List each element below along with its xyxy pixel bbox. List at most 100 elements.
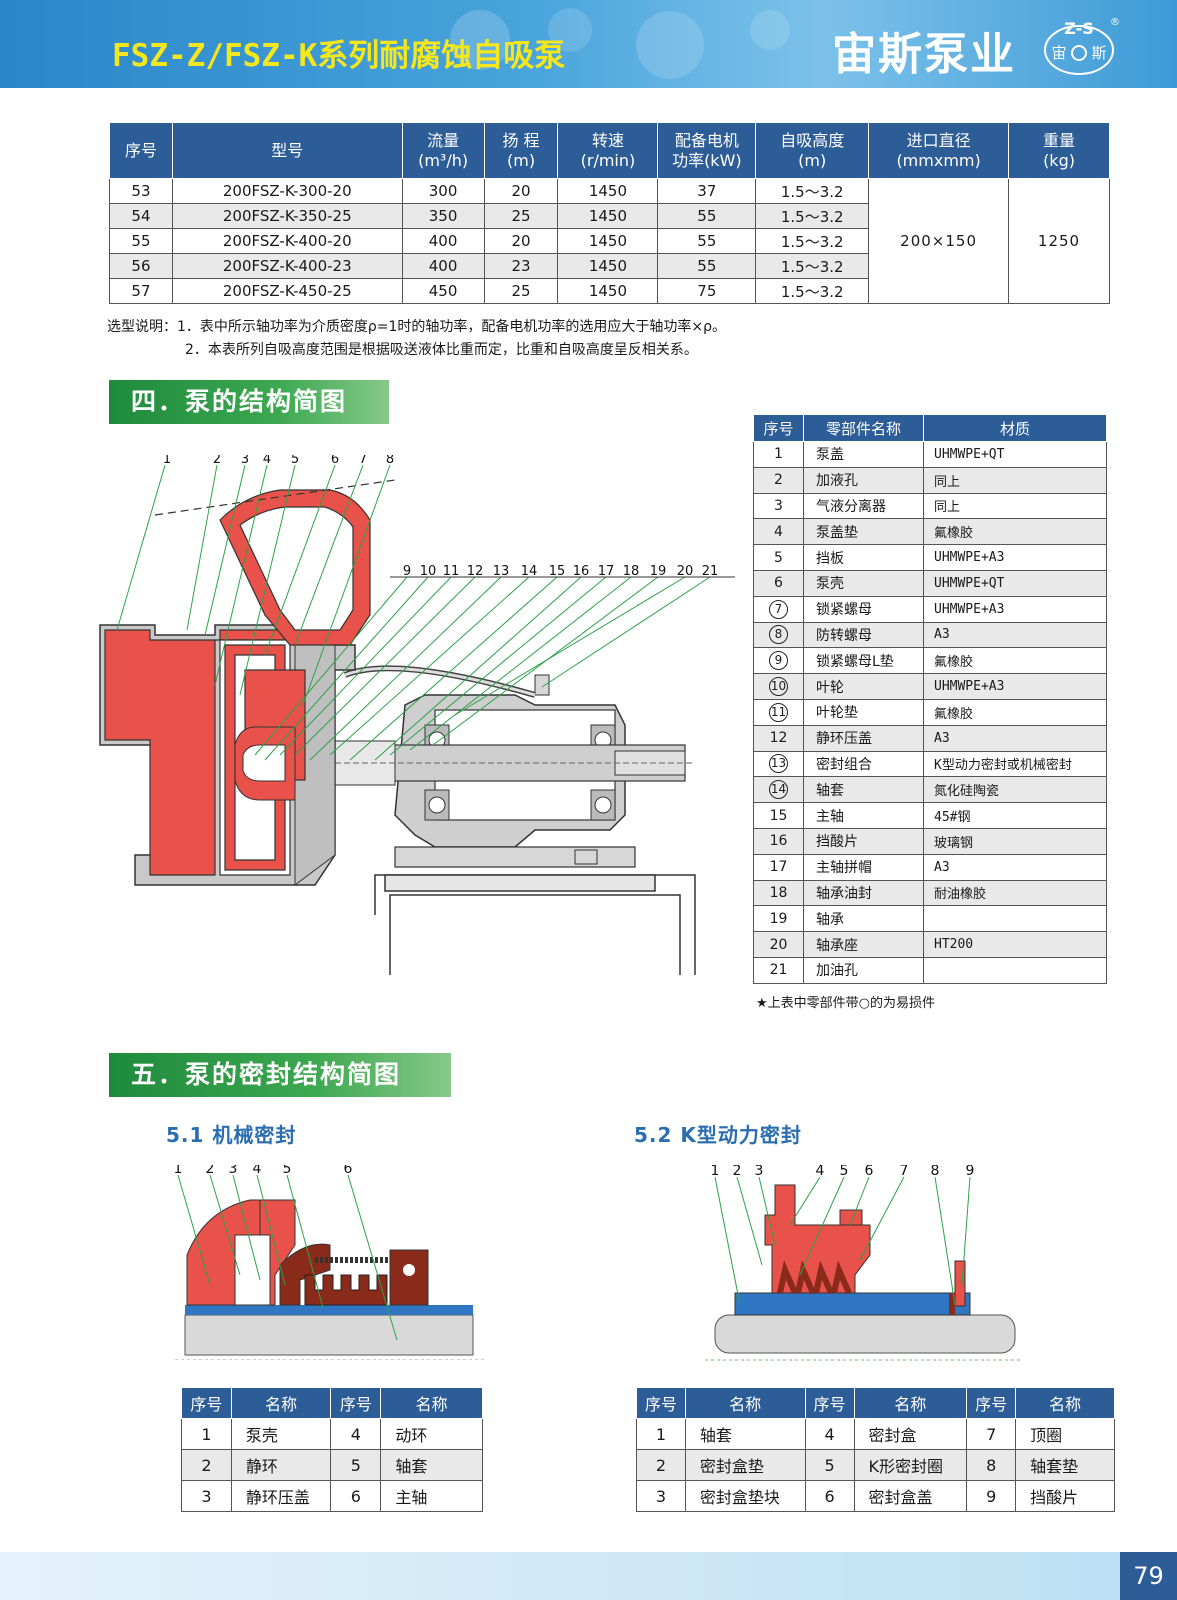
mech-row: 1 泵壳 4 动环: [181, 1418, 483, 1450]
parts-cell-material: 同上: [923, 466, 1107, 494]
mech-label: 6: [344, 1165, 353, 1177]
parts-cell-name: 锁紧螺母L垫: [803, 647, 924, 675]
pump-label: 8: [386, 455, 394, 467]
parts-cell-name: 静环压盖: [803, 724, 924, 752]
spec-cell: 300: [401, 178, 485, 204]
wear-part-marker: 10: [769, 677, 788, 697]
spec-cell: 55: [109, 228, 173, 254]
parts-cell-name: 泵壳: [803, 569, 924, 597]
parts-cell-material: [923, 956, 1107, 984]
parts-cell-no: 4: [753, 518, 804, 546]
k-row: 3 密封盒垫块 6 密封盒盖 9 挡酸片: [636, 1480, 1115, 1512]
spec-header-inlet: 进口直径(mmxmm): [868, 122, 1010, 179]
pump-label: 12: [467, 564, 484, 579]
parts-cell-no: 20: [753, 931, 804, 958]
spec-inlet-cell: 200×150: [868, 178, 1010, 304]
spec-cell: 1450: [557, 253, 659, 279]
spec-cell: 56: [109, 253, 173, 279]
k-row: 1 轴套 4 密封盒 7 顶圈: [636, 1418, 1115, 1450]
parts-cell-name: 气液分离器: [803, 492, 924, 520]
k-header-name: 名称: [1015, 1387, 1115, 1419]
spec-cell: 400: [401, 228, 485, 254]
spec-header-row: 序号 型号 流量(m³/h) 扬 程(m) 转速(r/min) 配备电机功率(k…: [109, 122, 1110, 179]
part-number: 19: [769, 910, 788, 927]
mech-header-no: 序号: [330, 1387, 382, 1419]
k-cell: 1: [636, 1418, 686, 1450]
pump-label: 16: [573, 564, 590, 579]
pump-label: 10: [420, 564, 437, 579]
spec-cell: 1450: [557, 203, 659, 229]
parts-cell-no: 11: [753, 698, 804, 726]
mech-header-name: 名称: [380, 1387, 483, 1419]
part-number: 3: [774, 497, 783, 514]
mech-cell: 6: [330, 1480, 382, 1512]
k-label: 1: [711, 1165, 720, 1179]
parts-row: 19 轴承: [753, 905, 1107, 933]
pump-label: 6: [331, 455, 339, 467]
spec-cell: 1.5～3.2: [755, 278, 870, 304]
parts-cell-material: A3: [923, 621, 1107, 649]
part-number: 12: [769, 730, 788, 747]
parts-cell-no: 7: [753, 595, 804, 623]
pump-structure-diagram: 1 2 3 4 5 6 7 8 9 10 11 12 13 14 15 16 1…: [99, 455, 735, 975]
parts-cell-material: UHMWPE+QT: [923, 569, 1107, 597]
spec-cell: 1450: [557, 278, 659, 304]
parts-cell-material: UHMWPE+A3: [923, 595, 1107, 623]
parts-cell-no: 10: [753, 673, 804, 700]
subsection-5-1-title: 5.1 机械密封: [166, 1123, 297, 1147]
parts-cell-material: 耐油橡胶: [923, 879, 1107, 907]
k-cell: 5: [804, 1449, 855, 1481]
k-header-no: 序号: [966, 1387, 1017, 1419]
parts-cell-name: 防转螺母: [803, 621, 924, 649]
spec-cell: 55: [657, 253, 757, 279]
part-number: 4: [774, 523, 783, 540]
k-cell: 2: [636, 1449, 686, 1481]
parts-cell-material: K型动力密封或机械密封: [923, 750, 1107, 778]
k-label: 9: [966, 1165, 975, 1179]
logo-top-text: Z-S: [1064, 19, 1093, 38]
logo-left-text: 宙: [1051, 44, 1066, 62]
spec-cell: 200FSZ-K-350-25: [171, 203, 403, 229]
wear-part-marker: 8: [769, 625, 788, 645]
pump-label: 19: [650, 564, 667, 579]
parts-cell-name: 轴承: [803, 905, 924, 933]
spec-table: 序号 型号 流量(m³/h) 扬 程(m) 转速(r/min) 配备电机功率(k…: [109, 122, 1110, 304]
parts-cell-material: 氟橡胶: [923, 647, 1107, 675]
spec-cell: 54: [109, 203, 173, 229]
k-header-no: 序号: [804, 1387, 855, 1419]
parts-cell-no: 12: [753, 724, 804, 752]
spec-cell: 450: [401, 278, 485, 304]
spec-cell: 200FSZ-K-400-20: [171, 228, 403, 254]
pump-label: 9: [403, 564, 411, 579]
parts-cell-material: HT200: [923, 931, 1107, 958]
wear-part-marker: 14: [769, 780, 788, 800]
parts-header-row: 序号 零部件名称 材质: [753, 414, 1107, 442]
parts-cell-name: 挡酸片: [803, 827, 924, 855]
k-header-name: 名称: [684, 1387, 806, 1419]
parts-cell-no: 8: [753, 621, 804, 649]
mech-cell: 动环: [380, 1418, 483, 1450]
k-label: 4: [816, 1165, 825, 1179]
pump-label: 18: [623, 564, 640, 579]
k-cell: 密封盒盖: [853, 1480, 968, 1512]
wear-part-marker: 13: [769, 754, 788, 774]
parts-cell-no: 1: [753, 441, 804, 468]
mech-cell: 1: [181, 1418, 232, 1450]
k-cell: 4: [804, 1418, 855, 1450]
part-number: 16: [769, 833, 788, 850]
page-title: FSZ-Z/FSZ-K系列耐腐蚀自吸泵: [112, 38, 566, 74]
spec-cell: 1450: [557, 228, 659, 254]
parts-cell-material: UHMWPE+A3: [923, 673, 1107, 700]
k-cell: 密封盒垫块: [684, 1480, 806, 1512]
part-number: 15: [769, 807, 788, 824]
k-label: 6: [865, 1165, 874, 1179]
mech-header-name: 名称: [230, 1387, 332, 1419]
part-number: 18: [769, 884, 788, 901]
pump-label: 17: [598, 564, 615, 579]
note-line-1: 选型说明：1．表中所示轴功率为介质密度ρ=1时的轴功率，配备电机功率的选用应大于…: [107, 319, 727, 335]
